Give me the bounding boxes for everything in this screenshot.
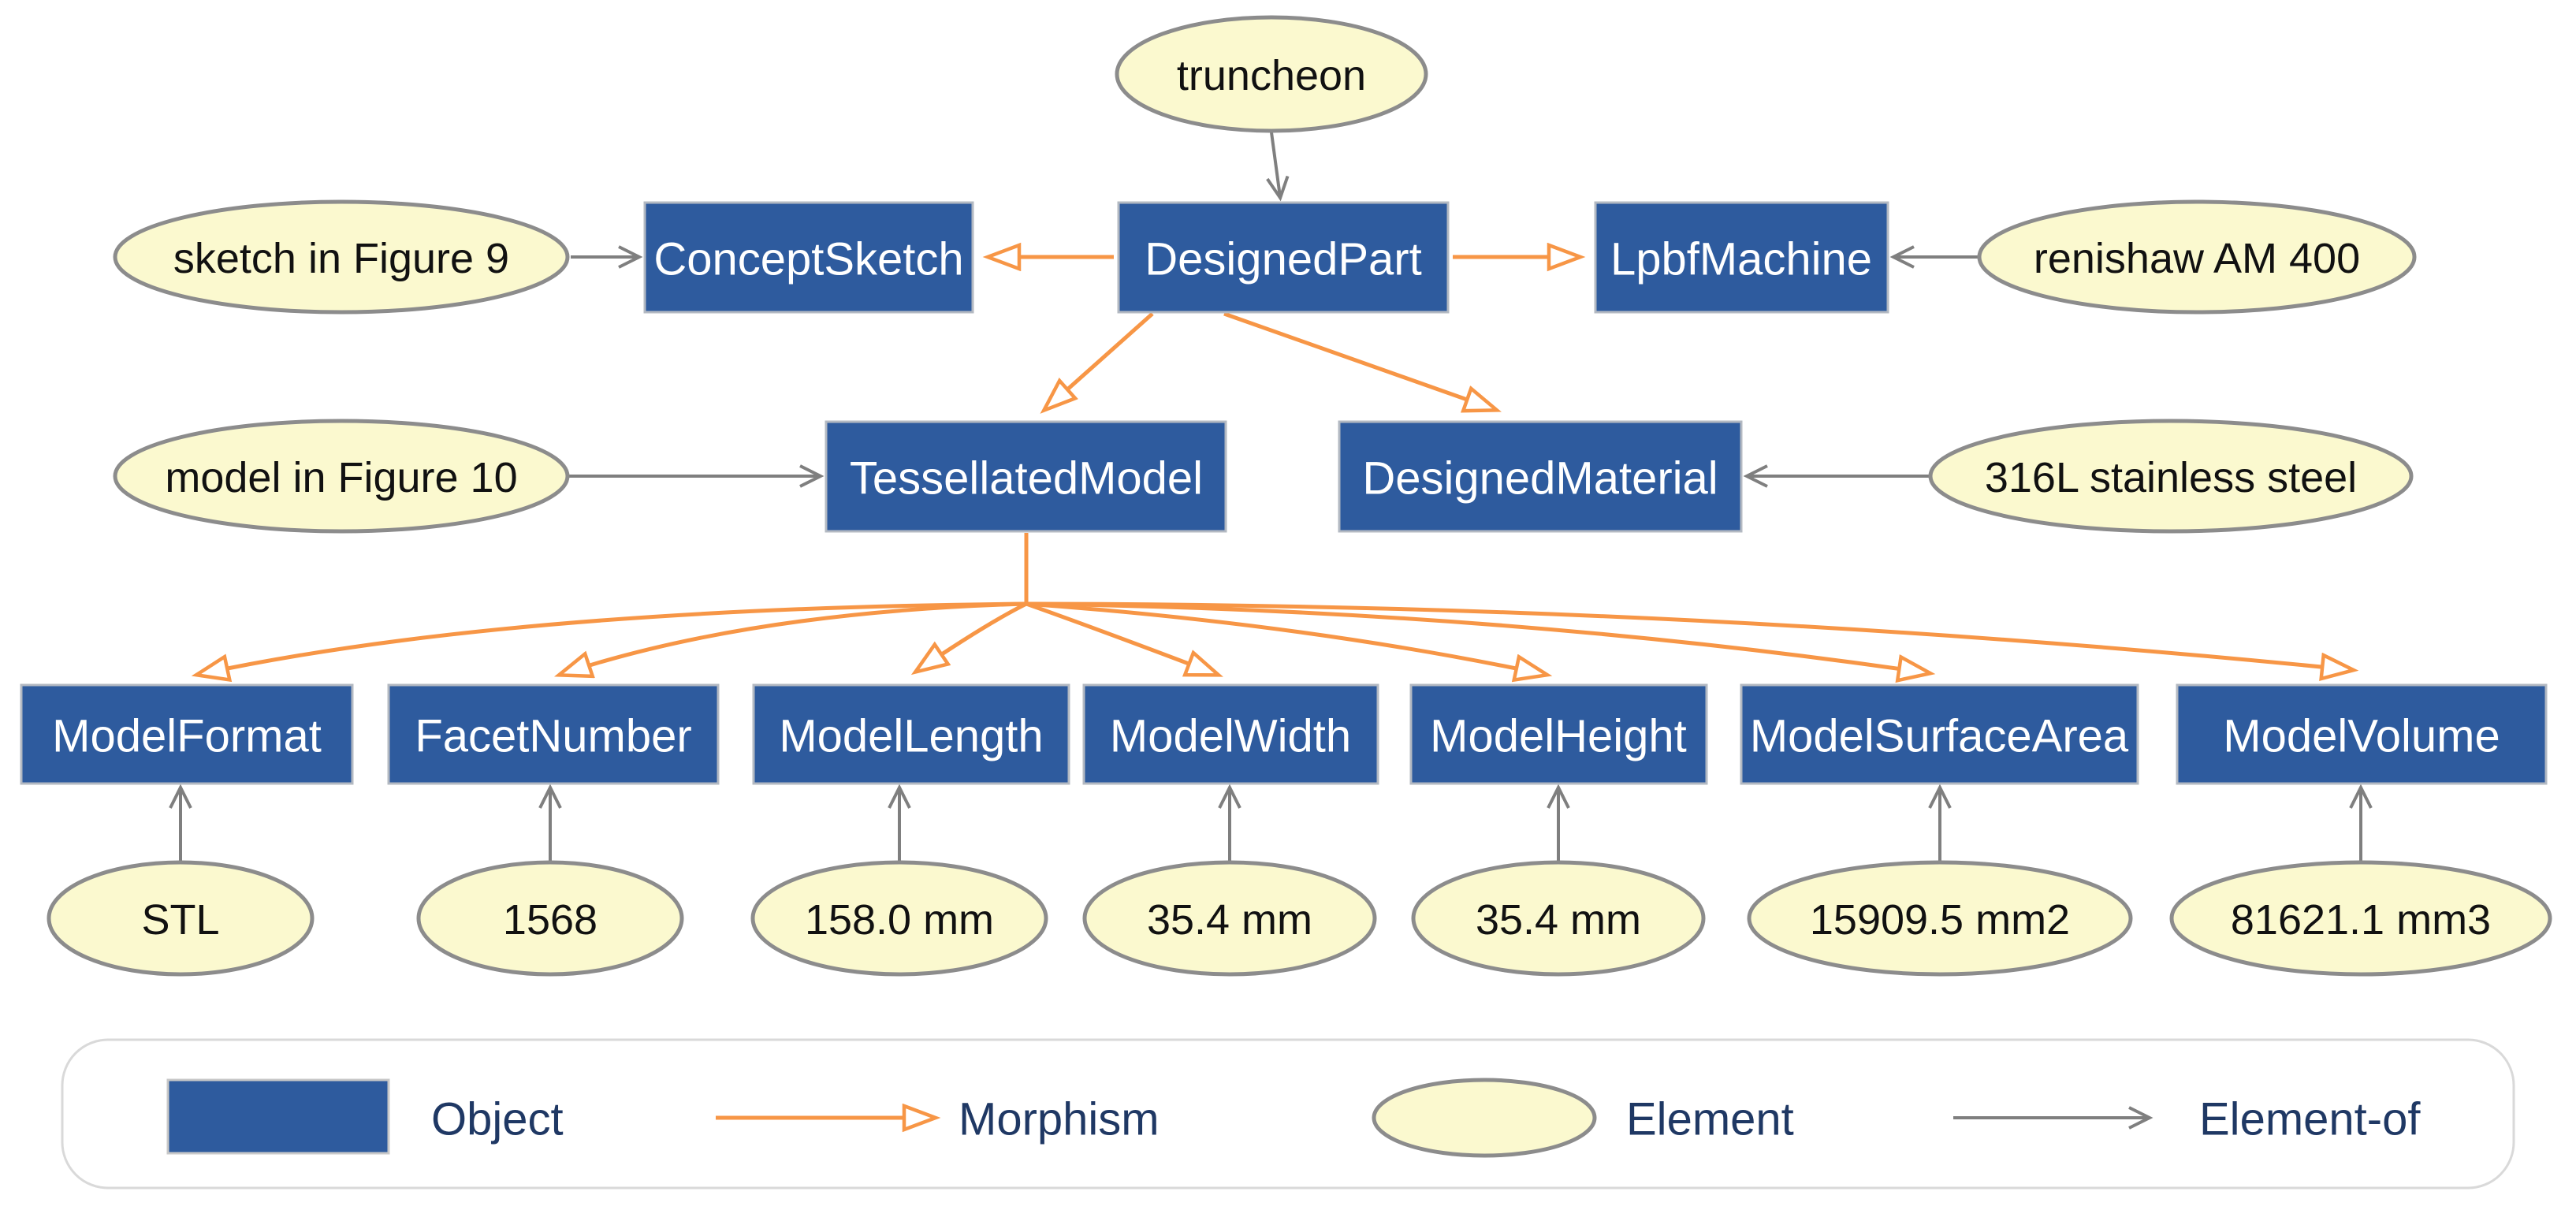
- object-shape: [1117, 201, 1450, 314]
- object-label: ModelFormat: [52, 711, 322, 762]
- object-label: DesignedPart: [1145, 234, 1421, 285]
- element-node-facet-count: 1568: [416, 860, 684, 977]
- morphism-arrow-tessellatedmodel-modelwidth: [1026, 601, 1218, 675]
- element-node-sketch-in-figure-9: sketch in Figure 9: [113, 199, 570, 315]
- morphism-arrow-tessellatedmodel-modelsurfacearea: [1026, 601, 1930, 673]
- object-label: DesignedMaterial: [1362, 453, 1718, 504]
- object-shape: [1082, 683, 1379, 785]
- object-node-designedpart: DesignedPart: [1117, 201, 1450, 314]
- object-label: ModelLength: [779, 711, 1043, 762]
- object-node-conceptsketch: ConceptSketch: [643, 201, 974, 314]
- morphism-arrows: [197, 257, 2353, 675]
- element-label: 1568: [503, 896, 597, 944]
- element-label: sketch in Figure 9: [173, 235, 509, 282]
- element-shape: [1411, 860, 1706, 977]
- legend: Object Morphism Element Element-of: [61, 1038, 2515, 1190]
- element-shape: [750, 860, 1048, 977]
- object-node-designedmaterial: DesignedMaterial: [1338, 420, 1743, 533]
- morphism-arrow-tessellatedmodel-modelvolume: [1026, 601, 2353, 670]
- element-label: STL: [141, 896, 219, 944]
- object-node-modelformat: ModelFormat: [20, 683, 354, 785]
- object-shape: [1338, 420, 1743, 533]
- object-label: ConceptSketch: [653, 234, 963, 285]
- element-shape: [113, 419, 570, 534]
- legend-container: [61, 1038, 2515, 1190]
- element-label: renishaw AM 400: [2034, 235, 2360, 282]
- object-node-lpbfmachine: LpbfMachine: [1594, 201, 1889, 314]
- legend-object-label: Object: [431, 1094, 564, 1145]
- morphism-arrow-tessellatedmodel-facetnumber: [560, 601, 1027, 675]
- element-node-volume-value: 81621.1 mm3: [2169, 860, 2552, 977]
- object-node-modelvolume: ModelVolume: [2176, 683, 2548, 785]
- element-node-width-value: 35.4 mm: [1082, 860, 1377, 977]
- object-node-modelwidth: ModelWidth: [1082, 683, 1379, 785]
- element-node-renishaw-am-400: renishaw AM 400: [1977, 199, 2417, 315]
- element-shape: [1082, 860, 1377, 977]
- element-shape: [1928, 419, 2414, 534]
- object-shape: [1740, 683, 2139, 785]
- morphism-arrow-tessellatedmodel-modellength: [916, 601, 1028, 672]
- object-node-tessellatedmodel: TessellatedModel: [825, 420, 1227, 533]
- element-label: 158.0 mm: [805, 896, 994, 944]
- object-label: ModelVolume: [2223, 711, 2500, 762]
- legend-object-swatch: [166, 1078, 390, 1155]
- object-label: ModelSurfaceArea: [1750, 711, 2129, 762]
- object-shape: [752, 683, 1070, 785]
- object-label: ModelWidth: [1110, 711, 1351, 762]
- element-label: 35.4 mm: [1476, 896, 1641, 944]
- element-node-height-value: 35.4 mm: [1411, 860, 1706, 977]
- element-shape: [1747, 860, 2133, 977]
- object-node-modellength: ModelLength: [752, 683, 1070, 785]
- morphism-arrow-designedpart-tessellatedmodel: [1044, 312, 1154, 410]
- object-node-facetnumber: FacetNumber: [387, 683, 720, 785]
- element-shape: [1977, 199, 2417, 315]
- morphism-arrow-tessellatedmodel-modelheight: [1026, 601, 1547, 675]
- object-shape: [2176, 683, 2548, 785]
- legend-element-swatch: [1372, 1078, 1597, 1158]
- object-node-modelheight: ModelHeight: [1409, 683, 1708, 785]
- object-shape: [1594, 201, 1889, 314]
- element-node-316l-stainless-steel: 316L stainless steel: [1928, 419, 2414, 534]
- elementof-arrow-truncheon-designedpart: [1266, 132, 1290, 202]
- element-label: 15909.5 mm2: [1810, 896, 2070, 944]
- element-shape: [47, 860, 315, 977]
- element-label: 316L stainless steel: [1985, 454, 2357, 501]
- object-shape: [1409, 683, 1708, 785]
- legend-morphism-label: Morphism: [959, 1094, 1160, 1145]
- object-label: LpbfMachine: [1610, 234, 1872, 285]
- element-shape: [416, 860, 684, 977]
- element-label: truncheon: [1177, 52, 1366, 99]
- object-shape: [825, 420, 1227, 533]
- morphism-arrow-tessellatedmodel-modelformat: [197, 601, 1027, 675]
- element-label: 35.4 mm: [1147, 896, 1312, 944]
- element-shape: [2169, 860, 2552, 977]
- element-node-length-value: 158.0 mm: [750, 860, 1048, 977]
- element-label: model in Figure 10: [165, 454, 517, 501]
- object-label: ModelHeight: [1430, 711, 1687, 762]
- element-of-arrows: [169, 132, 2373, 861]
- legend-elementof-label: Element-of: [2199, 1094, 2421, 1145]
- element-label: 81621.1 mm3: [2231, 896, 2491, 944]
- element-node-stl: STL: [47, 860, 315, 977]
- object-label: TessellatedModel: [850, 453, 1203, 504]
- object-label: FacetNumber: [415, 711, 691, 762]
- element-node-surface-area-value: 15909.5 mm2: [1747, 860, 2133, 977]
- element-node-model-in-figure-10: model in Figure 10: [113, 419, 570, 534]
- element-node-truncheon: truncheon: [1115, 15, 1428, 133]
- element-shape: [1115, 15, 1428, 133]
- object-node-modelsurfacearea: ModelSurfaceArea: [1740, 683, 2139, 785]
- object-shape: [643, 201, 974, 314]
- element-shape: [113, 199, 570, 315]
- object-shape: [20, 683, 354, 785]
- legend-element-label: Element: [1626, 1094, 1794, 1145]
- object-shape: [387, 683, 720, 785]
- morphism-arrow-designedpart-designedmaterial: [1223, 311, 1496, 410]
